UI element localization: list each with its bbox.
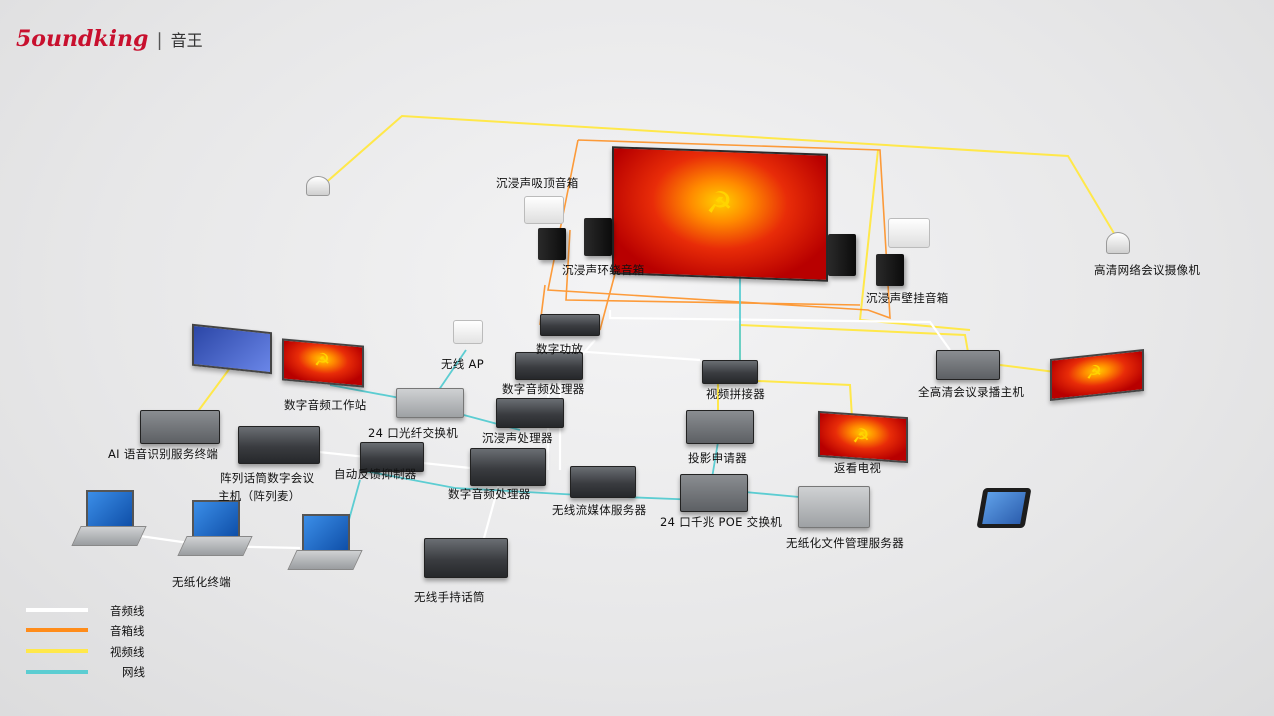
paperless-terminal-laptop-1 — [71, 490, 147, 550]
workstation-monitor-screen: ☭ — [282, 338, 364, 388]
legend-label-video: 视频线 — [110, 645, 145, 659]
label-ceiling-speaker: 沉浸声吸顶音箱 — [496, 176, 579, 190]
digital-amp-device — [540, 314, 600, 336]
laptop-keyboard — [287, 550, 363, 570]
label-audio-workstation: 数字音频工作站 — [284, 398, 367, 412]
brand-logo-text: 5oundking — [16, 26, 149, 52]
ai-server-device — [140, 410, 220, 444]
brand-logo: 5oundking | 音王 — [16, 26, 203, 52]
hammer-sickle-icon: ☭ — [706, 185, 733, 222]
laptop-screen — [86, 490, 134, 528]
video-cable-splicer-tv — [734, 379, 853, 419]
legend-swatch-video — [26, 649, 88, 653]
label-ai-server: AI 语音识别服务终端 — [108, 447, 219, 461]
digital-audio-proc-main-device — [470, 448, 546, 486]
legend-label-network: 网线 — [122, 665, 145, 679]
label-immersive-proc: 沉浸声处理器 — [482, 431, 553, 445]
label-feedback-suppressor: 自动反馈抑制器 — [334, 467, 417, 481]
laptop-keyboard — [177, 536, 253, 556]
speaker-cable-1 — [547, 139, 891, 320]
hammer-sickle-icon: ☭ — [852, 423, 870, 449]
video-cable-camera-left — [321, 114, 1119, 241]
label-surround-speaker: 沉浸声环绕音箱 — [562, 263, 645, 277]
camera-right-icon — [1106, 232, 1130, 254]
label-video-splicer: 视频拼接器 — [706, 387, 765, 401]
laptop-keyboard — [71, 526, 147, 546]
poe-switch-device — [680, 474, 748, 512]
wireless-ap-icon — [453, 320, 483, 344]
hammer-sickle-icon: ☭ — [314, 349, 331, 372]
legend-swatch-speaker — [26, 628, 88, 632]
label-return-tv: 返看电视 — [834, 461, 882, 475]
brand-logo-cn: 音王 — [170, 31, 203, 50]
label-digital-audio-proc-main: 数字音频处理器 — [448, 487, 531, 501]
audio-cable-main-1 — [608, 310, 951, 351]
label-wireless-ap: 无线 AP — [441, 357, 484, 371]
legend-label-audio: 音频线 — [110, 604, 145, 618]
surround-speaker-left-2 — [584, 218, 612, 256]
label-projector-applicator: 投影申请器 — [688, 451, 747, 465]
ceiling-speaker-left — [524, 196, 564, 224]
speaker-cable-2 — [565, 229, 861, 306]
camera-left-icon — [306, 176, 330, 196]
network-cables — [329, 270, 811, 546]
video-cable-workstation — [195, 367, 231, 415]
label-wireless-mic: 无线手持话筒 — [414, 590, 485, 604]
tablet-device — [976, 488, 1032, 528]
fiber-switch-device — [396, 388, 464, 418]
legend-swatch-audio — [26, 608, 88, 612]
wall-speaker-right-2 — [876, 254, 904, 286]
label-array-mic-1: 阵列话筒数字会议 — [220, 471, 315, 485]
feedback-suppressor-device — [360, 442, 424, 472]
label-paperless-terminal: 无纸化终端 — [172, 575, 231, 589]
label-recorder: 全高清会议录播主机 — [918, 385, 1025, 399]
laptop-screen — [302, 514, 350, 552]
immersive-proc-device — [496, 398, 564, 428]
video-splicer-device — [702, 360, 758, 384]
ai-monitor-screen — [192, 323, 272, 375]
label-wall-speaker: 沉浸声壁挂音箱 — [866, 291, 949, 305]
laptop-screen — [192, 500, 240, 538]
surround-speaker-left-1 — [538, 228, 566, 260]
net-cable-proj — [711, 441, 719, 479]
paperless-terminal-laptop-3 — [287, 514, 363, 574]
hammer-sickle-icon: ☭ — [1086, 361, 1103, 385]
return-tv-screen: ☭ — [818, 410, 908, 464]
label-streaming-server: 无线流媒体服务器 — [552, 503, 647, 517]
label-paperless-server: 无纸化文件管理服务器 — [786, 536, 904, 550]
projector-applicator-device — [686, 410, 754, 444]
paperless-terminal-laptop-2 — [177, 500, 253, 560]
label-hd-camera: 高清网络会议摄像机 — [1094, 263, 1201, 277]
brand-logo-separator: | — [156, 30, 163, 51]
video-cable-recorder-right — [999, 364, 1056, 373]
tablet-screen — [982, 492, 1026, 524]
wireless-mic-receiver-device — [424, 538, 508, 578]
recorder-device — [936, 350, 1000, 380]
net-cable-main — [359, 469, 701, 501]
paperless-server-device — [798, 486, 870, 528]
label-array-mic-2: 主机（阵列麦） — [218, 489, 301, 503]
label-fiber-switch: 24 口光纤交换机 — [368, 426, 458, 440]
video-cable-recorder — [739, 323, 969, 365]
label-digital-audio-proc-top: 数字音频处理器 — [502, 382, 585, 396]
label-poe-switch: 24 口千兆 POE 交换机 — [660, 515, 783, 529]
digital-audio-proc-top-device — [515, 352, 583, 380]
label-digital-amp: 数字功放 — [536, 342, 584, 356]
legend-label-speaker: 音箱线 — [110, 624, 145, 638]
streaming-server-device — [570, 466, 636, 498]
audio-cable-main-2 — [558, 348, 701, 470]
ceiling-speaker-right — [888, 218, 930, 248]
legend-swatch-network — [26, 670, 88, 674]
array-mic-host-device — [238, 426, 320, 464]
wall-speaker-right-1 — [828, 234, 856, 276]
